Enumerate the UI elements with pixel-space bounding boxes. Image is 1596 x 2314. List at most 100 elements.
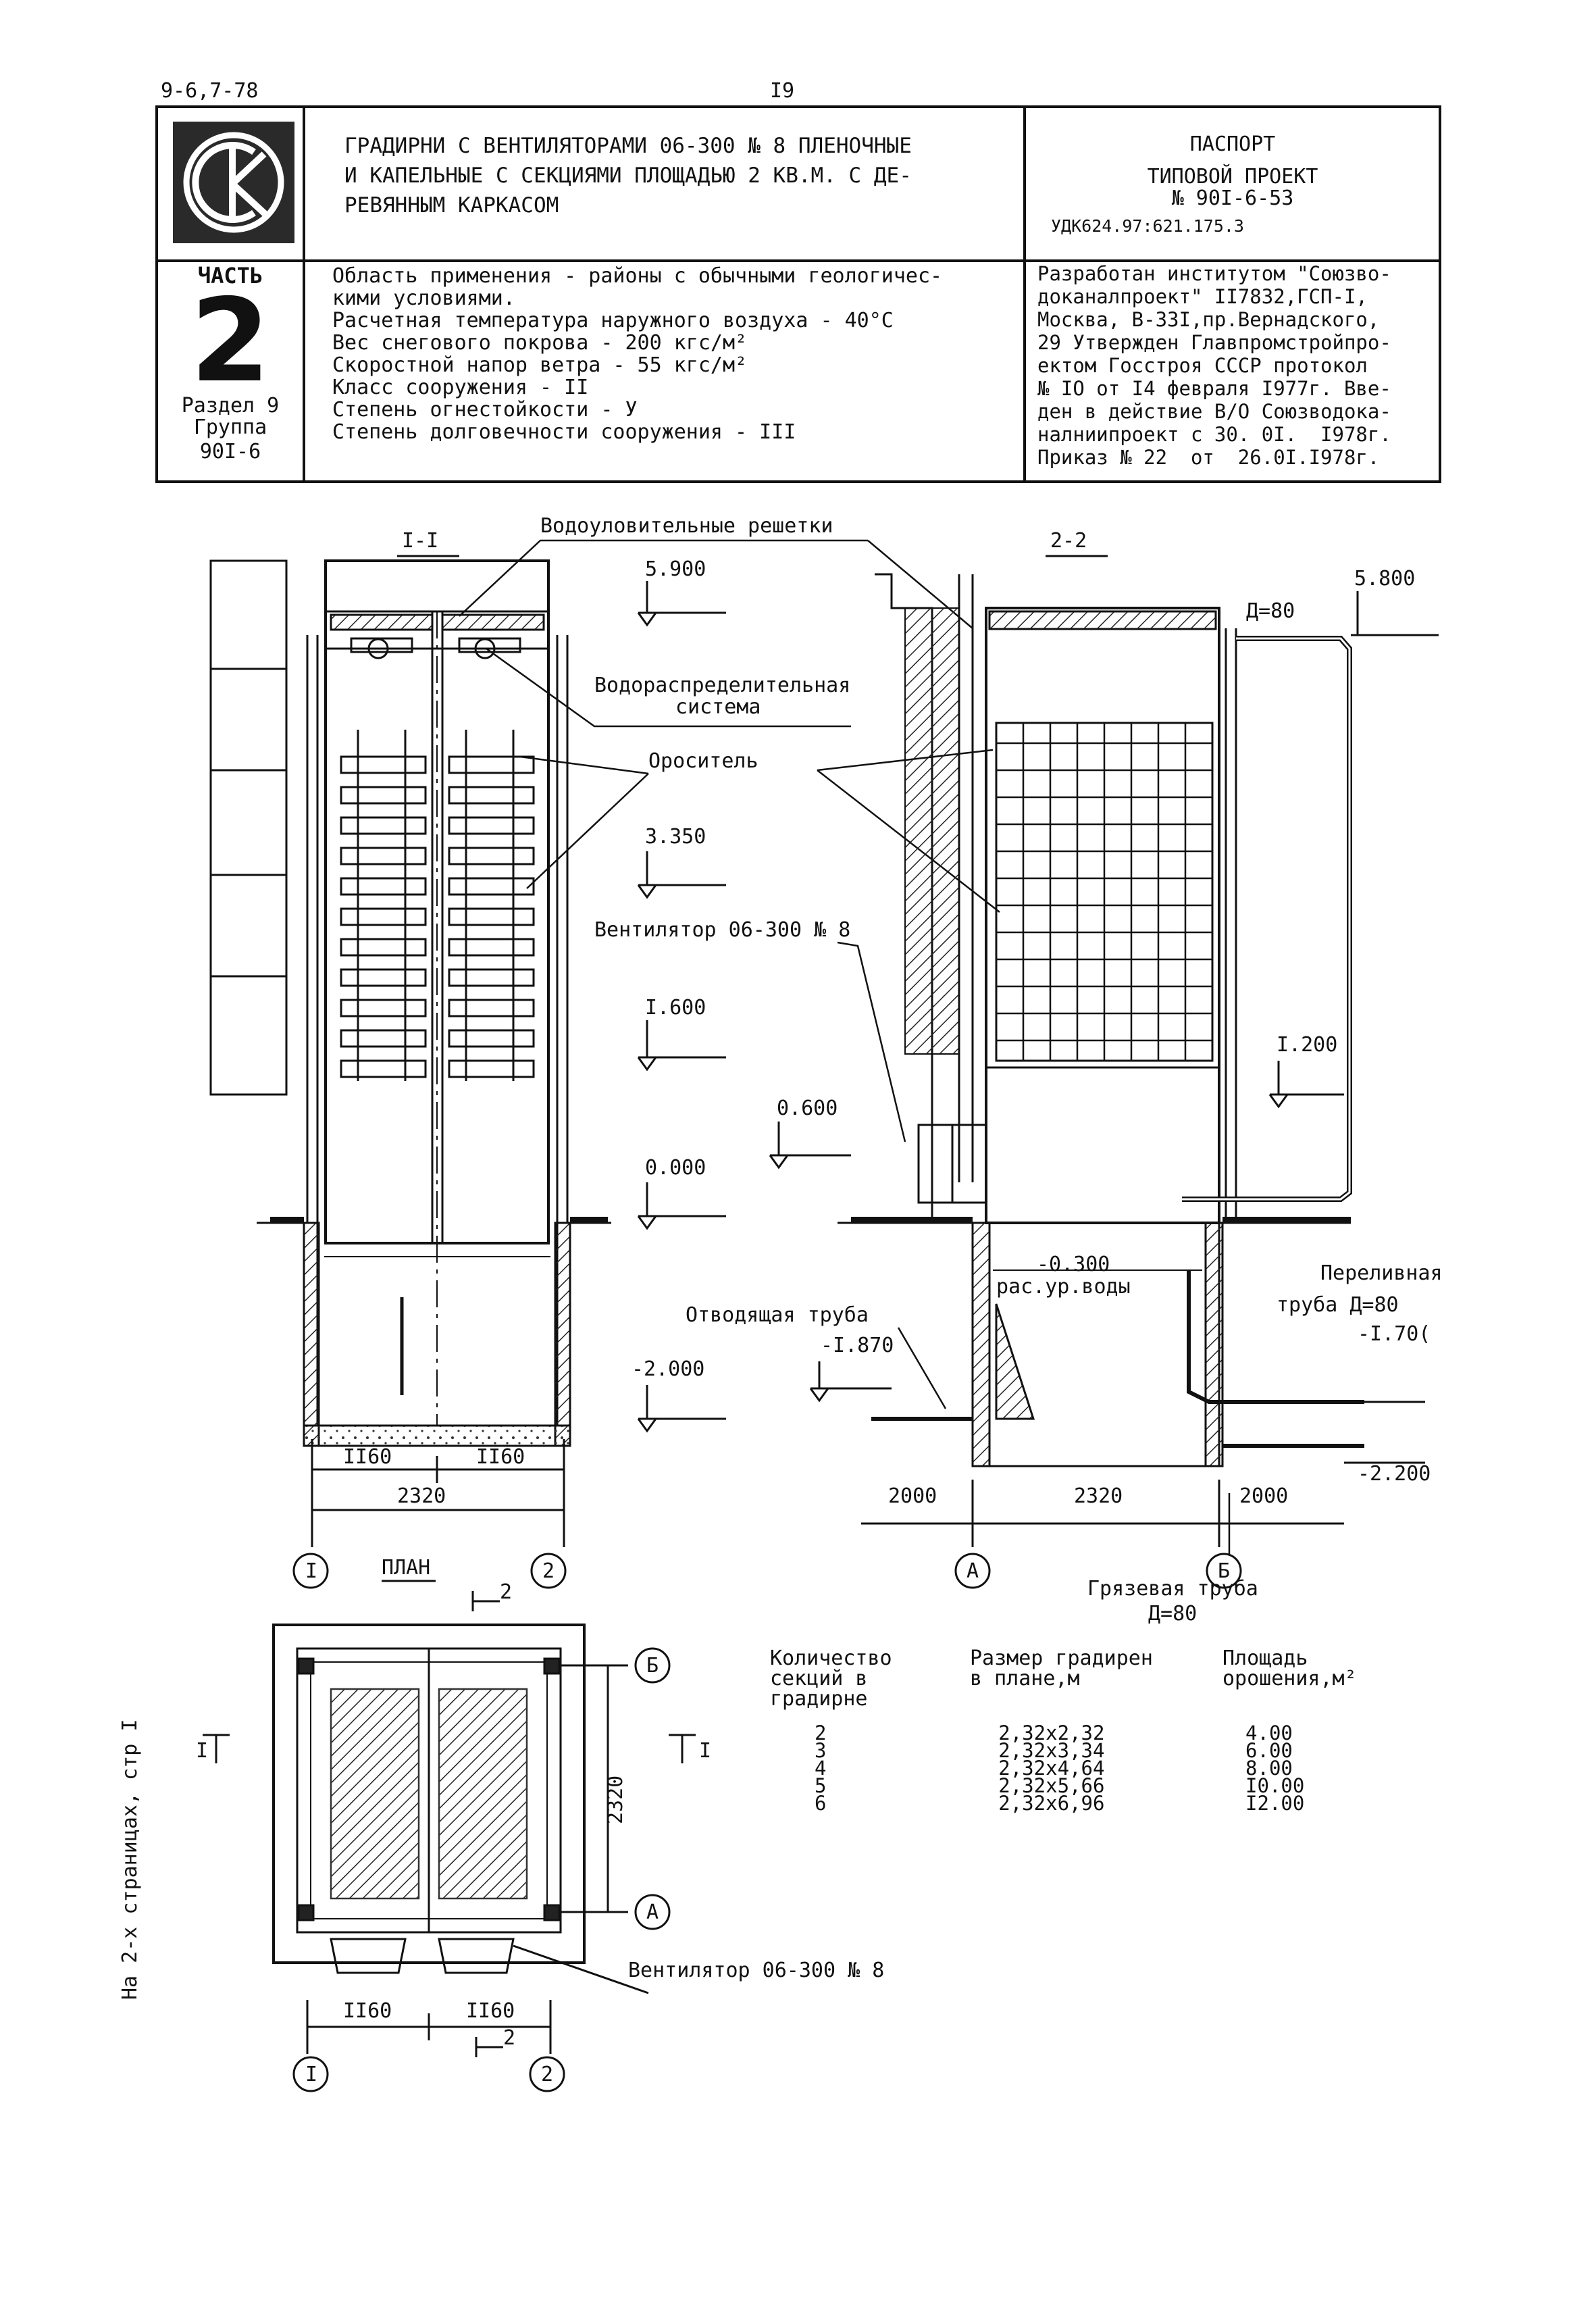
- axis-2-label: 2: [542, 1559, 555, 1583]
- conditions-block: Область применения - районы с обычными г…: [332, 265, 942, 443]
- header-line: орошения,м²: [1222, 1667, 1357, 1690]
- cut-mark-top: 2: [500, 1580, 513, 1604]
- header-title: ГРАДИРНИ С ВЕНТИЛЯТОРАМИ 06-300 № 8 ПЛЕН…: [344, 131, 912, 220]
- plan-axis-a-label: А: [646, 1901, 659, 1924]
- fan-label: Вентилятор 06-300 № 8: [594, 918, 851, 942]
- project-number: № 90I-6-53: [1171, 186, 1294, 210]
- developer-line: налниипроект с 30. 0I. I978г.: [1037, 423, 1391, 446]
- sprinkler-label: Ороситель: [648, 749, 758, 773]
- table-header-size: Размер градирен в плане,м: [970, 1649, 1200, 1689]
- header-line: секций в: [770, 1667, 868, 1690]
- water-catchers-label: Водоуловительные решетки: [540, 514, 833, 538]
- plan-axis-1-label: I: [305, 2063, 318, 2086]
- section-1-label: I-I: [402, 529, 439, 553]
- plan-axis-2-label: 2: [541, 2063, 554, 2086]
- elevation-minus-1700: -I.70(: [1358, 1322, 1431, 1346]
- developer-line: Москва, В-33I,пр.Вернадского,: [1037, 308, 1380, 331]
- header-line: Площадь: [1222, 1646, 1308, 1670]
- condition-line: Расчетная температура наружного воздуха …: [332, 309, 894, 332]
- cut-mark-right: I: [699, 1739, 712, 1763]
- table-row: 2 2,32x2,32 4.00: [815, 1721, 1293, 1744]
- developer-line: 29 Утвержден Главпромстройпро-: [1037, 331, 1391, 354]
- axis-b-label: Б: [1218, 1559, 1231, 1583]
- plan-axis-b-label: Б: [646, 1654, 659, 1678]
- elevation-0600: 0.600: [777, 1097, 838, 1120]
- mud-pipe-label-2: Д=80: [1148, 1602, 1198, 1626]
- plan-dim-2320: 2320: [604, 1775, 627, 1824]
- water-distribution-label-2: система: [675, 695, 761, 719]
- table-row: 6 2,32x6,96 I2.00: [815, 1792, 1305, 1815]
- developer-block: Разработан институтом "Союзво- доканалпр…: [1037, 262, 1391, 469]
- water-distribution-label: Водораспределительная: [594, 674, 851, 697]
- axis-a-label: А: [967, 1559, 979, 1583]
- part-number: 2: [190, 274, 271, 408]
- elevation-0000: 0.000: [645, 1156, 706, 1180]
- header-frame: [155, 105, 1441, 483]
- condition-line: Степень огнестойкости - У: [332, 398, 638, 422]
- elevation-1200: I.200: [1277, 1033, 1338, 1057]
- passport-label: ПАСПОРТ: [1189, 132, 1276, 156]
- passport-block: ПАСПОРТ ТИПОВОЙ ПРОЕКТ № 90I-6-53: [1040, 132, 1425, 209]
- developer-line: ектом Госстроя СССР протокол: [1037, 354, 1368, 377]
- elevation-5800: 5.800: [1354, 567, 1416, 590]
- section-label: Раздел 9: [181, 394, 280, 418]
- outlet-pipe-label: Отводящая труба: [686, 1303, 869, 1327]
- elevation-minus-2200: -2.200: [1358, 1462, 1431, 1486]
- dim-1160-right: II60: [476, 1445, 525, 1469]
- callout-lines: [459, 539, 1231, 1554]
- group-label: Группа: [193, 416, 267, 439]
- elevation-1600: I.600: [645, 996, 706, 1020]
- side-note: На 2-х страницах, стр I: [118, 1719, 142, 2000]
- overflow-label-2: труба Д=80: [1277, 1293, 1399, 1317]
- table-header-area: Площадь орошения,м²: [1222, 1649, 1398, 1689]
- cut-mark-bottom: 2: [503, 2026, 516, 2050]
- developer-line: Приказ № 22 от 26.0I.I978г.: [1037, 446, 1380, 469]
- mud-pipe-label: Грязевая труба: [1087, 1577, 1258, 1601]
- header-line: Размер градирен: [970, 1646, 1153, 1670]
- plan-dim-1160-left: II60: [343, 1999, 392, 2023]
- table-row: 4 2,32x4,64 8.00: [815, 1757, 1293, 1780]
- page-code: 9-6,7-78: [161, 79, 259, 103]
- dim-2320: 2320: [397, 1484, 446, 1508]
- part-label: ЧАСТЬ: [197, 263, 263, 288]
- condition-line: Скоростной напор ветра - 55 кгс/м²: [332, 353, 748, 377]
- condition-line: кими условиями.: [332, 286, 515, 310]
- overflow-label: Переливная: [1320, 1261, 1443, 1285]
- developer-line: доканалпроект" II7832,ГСП-I,: [1037, 285, 1368, 308]
- condition-line: Область применения - районы с обычными г…: [332, 264, 943, 288]
- table-row: 3 2,32x3,34 6.00: [815, 1739, 1293, 1762]
- section-2-drawing: [769, 555, 1439, 1589]
- header-line: в плане,м: [970, 1667, 1080, 1690]
- logo-emblem-icon: [183, 132, 284, 233]
- elevation-minus-0300: -0.300: [1037, 1253, 1110, 1276]
- project-type: ТИПОВОЙ ПРОЕКТ: [1147, 165, 1318, 188]
- title-line: И КАПЕЛЬНЫЕ С СЕКЦИЯМИ ПЛОЩАДЬЮ 2 КВ.М. …: [344, 164, 912, 188]
- page-number: I9: [770, 79, 795, 103]
- logo: СК: [173, 122, 294, 243]
- plan-label: ПЛАН: [382, 1556, 431, 1580]
- elevation-marks-1: [637, 581, 726, 1433]
- header-line: градирне: [770, 1687, 868, 1711]
- technical-drawing: [203, 539, 1439, 2092]
- axis-1-label: I: [305, 1559, 318, 1583]
- condition-line: Степень долговечности сооружения - III: [332, 420, 796, 444]
- section-1-drawing: [209, 555, 611, 1589]
- dim-2000-right: 2000: [1239, 1484, 1289, 1508]
- developer-line: ден в действие В/О Союзводока-: [1037, 400, 1391, 423]
- group-code: 90I-6: [199, 440, 261, 463]
- table-header-sections: Количество секций в градирне: [770, 1649, 973, 1709]
- part-block: ЧАСТЬ 2 Раздел 9 Группа 90I-6: [157, 265, 304, 466]
- udk-code: УДК624.97:621.175.3: [1051, 216, 1244, 236]
- elevation-minus-2000: -2.000: [632, 1357, 705, 1381]
- condition-line: Класс сооружения - II: [332, 376, 589, 399]
- dim-2000-left: 2000: [888, 1484, 937, 1508]
- plan-drawing: [203, 1580, 696, 2092]
- table-row: 5 2,32x5,66 I0.00: [815, 1774, 1305, 1797]
- d80-label: Д=80: [1246, 599, 1295, 623]
- header-line: Количество: [770, 1646, 892, 1670]
- plan-dim-1160-right: II60: [466, 1999, 515, 2023]
- elevation-5900: 5.900: [645, 557, 706, 581]
- elevation-minus-1870: -I.870: [821, 1334, 894, 1357]
- water-level-label: рас.ур.воды: [996, 1275, 1131, 1299]
- title-line: РЕВЯННЫМ КАРКАСОМ: [344, 193, 559, 218]
